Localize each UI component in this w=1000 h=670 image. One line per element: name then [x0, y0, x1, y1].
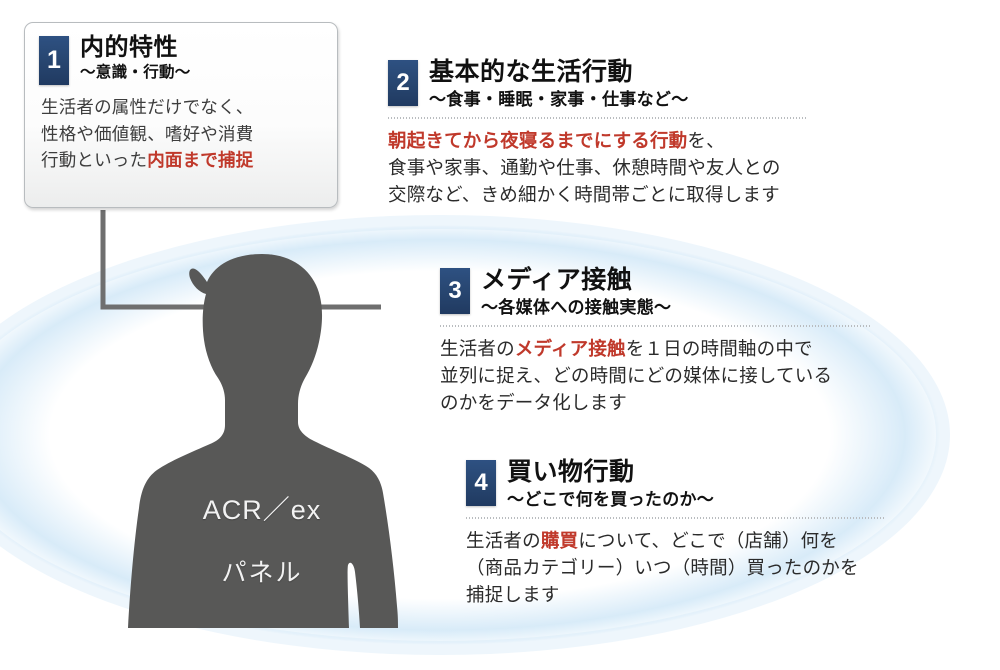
- card-internal-characteristics[interactable]: 1 内的特性 〜意識・行動〜 生活者の属性だけでなく、 性格や価値観、嗜好や消費…: [24, 22, 338, 208]
- card-body-text: 生活者の属性だけでなく、 性格や価値観、嗜好や消費 行動といった: [41, 97, 254, 171]
- section-subtitle: 〜どこで何を買ったのか〜: [507, 489, 715, 509]
- section-title: メディア接触: [481, 266, 633, 294]
- section-header: 4 買い物行動 〜どこで何を買ったのか〜: [466, 458, 886, 510]
- card-header: 1 内的特性 〜意識・行動〜: [25, 23, 337, 85]
- section-divider: [466, 516, 886, 519]
- section-body: 朝起きてから夜寝るまでにする行動を、 食事や家事、通勤や仕事、休憩時間や友人との…: [388, 127, 808, 208]
- section-body-highlight: 購買: [540, 529, 579, 551]
- section-media-contact[interactable]: 3 メディア接触 〜各媒体への接触実態〜 生活者のメディア接触を１日の時間軸の中…: [440, 266, 870, 416]
- card-body: 生活者の属性だけでなく、 性格や価値観、嗜好や消費 行動といった内面まで捕捉: [25, 85, 337, 174]
- section-body: 生活者の購買について、どこで（店舗）何を （商品カテゴリー）いつ（時間）買ったの…: [466, 527, 886, 608]
- panel-label-ja: パネル: [221, 558, 303, 587]
- section-title: 基本的な生活行動: [429, 58, 634, 86]
- panel-label-en: ACR／ex: [202, 494, 322, 525]
- section-body-highlight: 朝起きてから夜寝るまでにする行動: [388, 129, 688, 151]
- card-title: 内的特性: [80, 34, 178, 61]
- section-header: 3 メディア接触 〜各媒体への接触実態〜: [440, 266, 870, 318]
- section-basic-life-behavior[interactable]: 2 基本的な生活行動 〜食事・睡眠・家事・仕事など〜 朝起きてから夜寝るまでにす…: [388, 58, 808, 208]
- panel-label: ACR／ex パネル: [152, 463, 372, 620]
- section-subtitle: 〜各媒体への接触実態〜: [481, 297, 672, 317]
- section-title: 買い物行動: [507, 458, 635, 486]
- section-header: 2 基本的な生活行動 〜食事・睡眠・家事・仕事など〜: [388, 58, 808, 110]
- section-body-pretext: 生活者の: [440, 337, 515, 359]
- step-number-badge-3: 3: [440, 268, 470, 314]
- section-heading-text: 買い物行動 〜どこで何を買ったのか〜: [507, 458, 715, 510]
- section-body-text: を、 食事や家事、通勤や仕事、休憩時間や友人との 交際など、きめ細かく時間帯ごと…: [388, 129, 781, 205]
- section-heading-text: 基本的な生活行動 〜食事・睡眠・家事・仕事など〜: [429, 58, 689, 110]
- panel-silhouette-icon: [128, 254, 398, 628]
- card-subtitle: 〜意識・行動〜: [80, 64, 191, 82]
- section-divider: [440, 324, 870, 327]
- card-heading-text: 内的特性 〜意識・行動〜: [80, 34, 191, 83]
- step-number-badge-2: 2: [388, 60, 418, 106]
- section-shopping-behavior[interactable]: 4 買い物行動 〜どこで何を買ったのか〜 生活者の購買について、どこで（店舗）何…: [466, 458, 886, 608]
- section-subtitle: 〜食事・睡眠・家事・仕事など〜: [429, 89, 689, 109]
- card-body-highlight: 内面まで捕捉: [147, 150, 254, 171]
- section-heading-text: メディア接触 〜各媒体への接触実態〜: [481, 266, 672, 318]
- section-body-text: について、どこで（店舗）何を （商品カテゴリー）いつ（時間）買ったのかを 捕捉し…: [466, 529, 859, 605]
- section-body-pretext: 生活者の: [466, 529, 541, 551]
- section-body-text: を１日の時間軸の中で 並列に捉え、どの時間にどの媒体に接している のかをデータ化…: [440, 337, 833, 413]
- section-body: 生活者のメディア接触を１日の時間軸の中で 並列に捉え、どの時間にどの媒体に接して…: [440, 335, 870, 416]
- section-body-highlight: メディア接触: [514, 337, 626, 359]
- step-number-badge-1: 1: [39, 36, 69, 85]
- step-number-badge-4: 4: [466, 460, 496, 506]
- section-divider: [388, 116, 808, 119]
